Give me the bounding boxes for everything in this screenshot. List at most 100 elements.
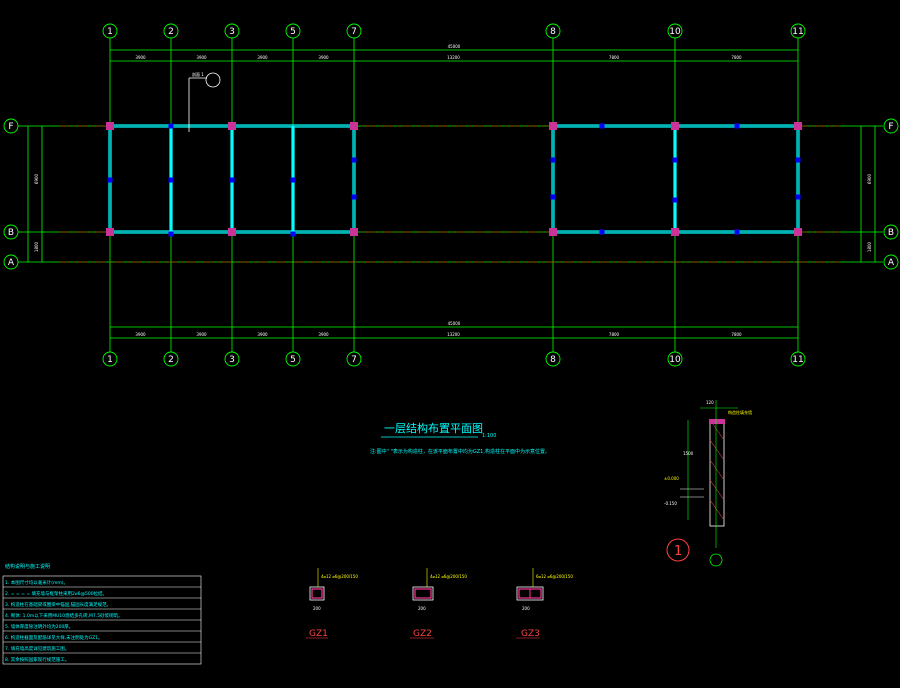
column-detail-gz1: 4⌀12 ⌀6@200/150 200 GZ1 <box>306 568 358 639</box>
grid-label-7-top: 7 <box>351 27 357 37</box>
dimension-lines-side <box>27 126 876 262</box>
plan-title-block: 一层结构布置平面图 1:100 注:图中" "表示为构造柱，在该平面布置中均为G… <box>370 421 550 455</box>
frame-column <box>549 122 557 130</box>
constructional-column <box>168 177 174 183</box>
grid-bubble-F-right <box>883 118 899 134</box>
frame-column <box>794 228 802 236</box>
dim-bottom-segment-6: 7800 <box>731 332 742 337</box>
dim-bottom-total: 45000 <box>448 321 461 326</box>
grid-bubble-7-bottom <box>346 351 362 367</box>
notes-row-3: 3. 构造柱在基础梁或圈梁中锚固,锚固长度满足规范。 <box>5 601 111 608</box>
grid-bubble-2-bottom <box>163 351 179 367</box>
gz3-label: GZ3 <box>521 629 540 639</box>
gz1-rebar: 4⌀12 ⌀6@200/150 <box>321 574 358 579</box>
grid-bubble-11-bottom <box>790 351 806 367</box>
grid-bubble-A-left <box>3 254 19 270</box>
grid-bubble-B-left <box>3 224 19 240</box>
section-annotation-2: ±0.000 <box>664 476 679 481</box>
grid-bubble-11-top <box>790 23 806 39</box>
constructional-column <box>351 157 357 163</box>
constructional-column <box>599 123 605 129</box>
gz1-dim: 200 <box>313 606 321 611</box>
notes-row-8: 8. 其余按照国家现行规范施工。 <box>5 656 69 663</box>
plan-title: 一层结构布置平面图 <box>384 421 483 435</box>
grid-label-1-bottom: 1 <box>107 355 113 365</box>
dimension-lines-top <box>110 49 798 62</box>
constructional-column <box>290 177 296 183</box>
notes-title: 结构说明与施工说明 <box>5 563 50 570</box>
frame-column <box>228 122 236 130</box>
dim-bottom-segment-5: 7800 <box>609 332 620 337</box>
dim-top-segment-0: 3900 <box>135 55 146 60</box>
grid-bubble-A-right <box>883 254 899 270</box>
dim-top-total: 45000 <box>448 44 461 49</box>
gz3-dim: 200 <box>522 606 530 611</box>
section-annotation-3: -0.150 <box>664 501 677 506</box>
constructional-column <box>290 231 296 237</box>
dim-side-0: 6900 <box>34 173 39 184</box>
constructional-column <box>734 229 740 235</box>
constructional-column <box>168 123 174 129</box>
grid-bubble-10-bottom <box>667 351 683 367</box>
section-callout-label: 剖面 1 <box>192 71 204 77</box>
constructional-column <box>550 194 556 200</box>
dim-top-segment-3: 3900 <box>318 55 329 60</box>
dim-bottom-segment-1: 3900 <box>196 332 207 337</box>
frame-column <box>228 228 236 236</box>
gz2-dim: 200 <box>418 606 426 611</box>
grid-bubble-F-left <box>3 118 19 134</box>
dim-bottom-segment-0: 3900 <box>135 332 146 337</box>
frame-column <box>671 228 679 236</box>
grid-label-3-bottom: 3 <box>229 355 235 365</box>
notes-row-4: 4. 砌体: 1.0m以下采用MU10烧结多孔砖,M7.5砂浆砌筑。 <box>5 612 123 619</box>
constructional-column <box>168 231 174 237</box>
grid-bubble-5-bottom <box>285 351 301 367</box>
column-detail-gz3: 6⌀12 ⌀6@200/150 200 GZ3 <box>516 568 573 639</box>
grid-label-5-top: 5 <box>290 27 296 37</box>
column-layer <box>106 122 802 237</box>
grid-bubble-10-top <box>667 23 683 39</box>
notes-row-6: 6. 构造柱截面及配筋详见大样,未注明处为GZ1。 <box>5 634 103 641</box>
constructional-column <box>795 194 801 200</box>
wall-layer <box>108 124 800 234</box>
grid-label-B-right: B <box>888 228 894 238</box>
grid-label-10-top: 10 <box>669 27 681 37</box>
frame-column <box>549 228 557 236</box>
notes-row-7: 7. 填充墙高度详见建筑施工图。 <box>5 645 69 652</box>
constructional-column <box>351 194 357 200</box>
grid-label-F-right: F <box>888 122 893 132</box>
column-detail-gz2: 4⌀12 ⌀6@200/150 200 GZ2 <box>410 568 467 639</box>
section-dim-top: 120 <box>706 400 714 405</box>
dim-top-segment-2: 3900 <box>257 55 268 60</box>
grid-label-11-top: 11 <box>792 27 803 37</box>
dim-top-segment-5: 7800 <box>609 55 620 60</box>
dim-bottom-segment-2: 3900 <box>257 332 268 337</box>
dim-bottom-segment-4: 13200 <box>447 332 460 337</box>
dimension-lines-bottom <box>110 326 798 339</box>
grid-bubble-5-top <box>285 23 301 39</box>
grid-bubble-1-top <box>102 23 118 39</box>
dim-side-3: 1800 <box>867 241 872 252</box>
constructional-column <box>734 123 740 129</box>
grid-label-F-left: F <box>8 122 13 132</box>
frame-column <box>794 122 802 130</box>
dim-side-2: 6900 <box>867 173 872 184</box>
grid-bubble-3-top <box>224 23 240 39</box>
grid-bubble-7-top <box>346 23 362 39</box>
notes-row-5: 5. 墙体厚度除注明外均为200厚。 <box>5 623 73 630</box>
grid-bubble-1-bottom <box>102 351 118 367</box>
section-label: 1 <box>674 544 682 559</box>
grid-bubble-B-right <box>883 224 899 240</box>
constructional-column <box>672 197 678 203</box>
grid-bubble-3-bottom <box>224 351 240 367</box>
gz3-rebar: 6⌀12 ⌀6@200/150 <box>536 574 573 579</box>
gz2-label: GZ2 <box>413 629 432 639</box>
gz1-label: GZ1 <box>309 629 328 639</box>
frame-column <box>350 228 358 236</box>
grid-label-8-bottom: 8 <box>550 355 556 365</box>
notes-row-1: 1. 本图尺寸均以毫米计(mm)。 <box>5 579 68 586</box>
section-bubble <box>666 538 690 562</box>
frame-column <box>106 228 114 236</box>
